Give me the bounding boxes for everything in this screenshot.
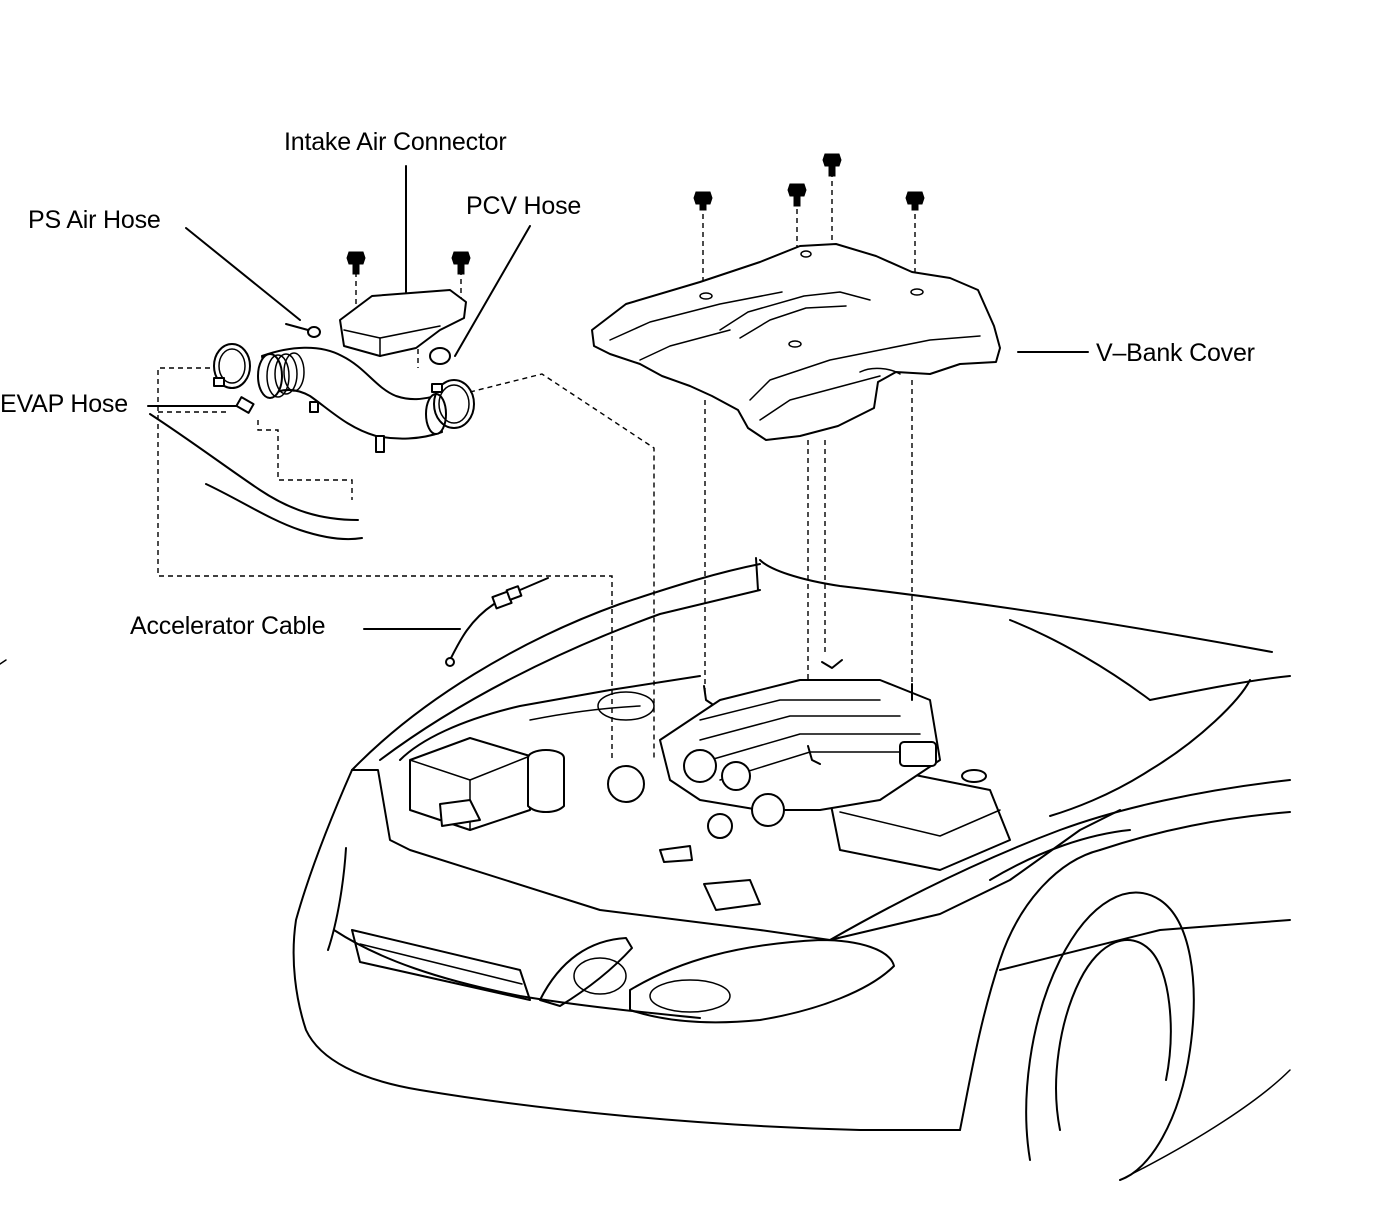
hose-clamp-right bbox=[431, 379, 475, 429]
label-v-bank-cover: V–Bank Cover bbox=[1096, 339, 1255, 367]
bolt-icon-group bbox=[346, 153, 925, 275]
bolt-icon bbox=[787, 183, 807, 207]
label-intake-air-connector: Intake Air Connector bbox=[284, 128, 507, 156]
evap-hose bbox=[149, 396, 363, 540]
label-accelerator-cable: Accelerator Cable bbox=[130, 612, 326, 640]
car-body bbox=[292, 557, 1291, 1181]
bolt-icon bbox=[905, 191, 925, 211]
ps-air-hose bbox=[285, 323, 321, 338]
bolt-icon bbox=[693, 191, 713, 211]
edge-mark bbox=[0, 659, 7, 665]
label-pcv-hose: PCV Hose bbox=[466, 192, 582, 220]
accelerator-cable bbox=[445, 577, 549, 667]
label-ps-air-hose: PS Air Hose bbox=[28, 206, 161, 234]
engine bbox=[409, 659, 1011, 911]
bolt-icon bbox=[346, 251, 366, 275]
leader-pcv-hose bbox=[454, 225, 531, 357]
leader-ps-air-hose bbox=[185, 227, 301, 321]
hose-clamp-left bbox=[213, 343, 251, 389]
leader-lines bbox=[147, 165, 1089, 630]
bolt-icon bbox=[822, 153, 842, 177]
label-evap-hose: EVAP Hose bbox=[0, 390, 128, 418]
v-bank-cover bbox=[591, 243, 1001, 441]
bolt-icon bbox=[451, 251, 471, 275]
intake-air-connector bbox=[257, 289, 467, 453]
